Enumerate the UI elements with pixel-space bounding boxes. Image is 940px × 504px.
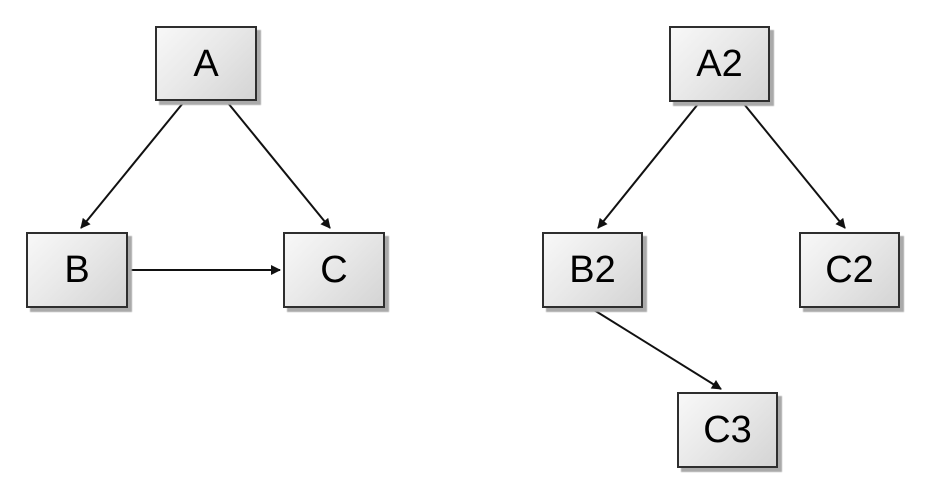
edge-B2-to-C3	[593, 309, 722, 390]
node-A: A	[155, 26, 257, 101]
node-label: A	[193, 42, 219, 85]
node-label: C2	[825, 249, 874, 291]
node-B2: B2	[542, 232, 643, 308]
node-A2: A2	[669, 26, 770, 102]
node-C2: C2	[799, 232, 900, 308]
node-label: B	[64, 249, 90, 291]
edge-A-to-C	[227, 102, 331, 229]
edge-A2-to-C2	[743, 103, 846, 229]
edge-A2-to-B2	[597, 103, 699, 229]
node-B: B	[26, 232, 128, 308]
node-C: C	[283, 232, 385, 308]
edge-A-to-B	[80, 102, 184, 229]
node-label: C3	[703, 409, 752, 451]
node-label: C	[320, 249, 348, 291]
node-C3: C3	[677, 392, 778, 468]
node-label: A2	[696, 43, 743, 85]
node-label: B2	[569, 249, 616, 291]
edges-group	[80, 102, 846, 390]
